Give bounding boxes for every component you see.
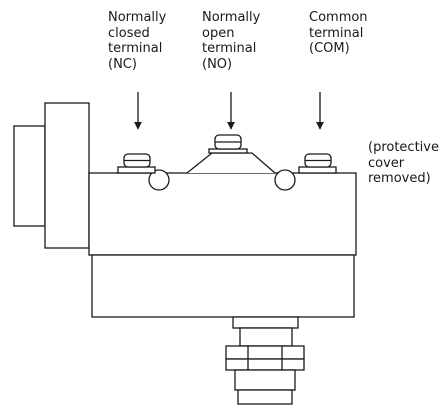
- com-terminal-label: Common terminal (COM): [309, 10, 368, 57]
- cover-note-line: (protective: [368, 140, 439, 155]
- nc-label-line: terminal: [108, 41, 163, 56]
- switch-lower-housing: [91, 254, 355, 318]
- com-terminal-screw: [298, 153, 337, 174]
- nc-terminal-label: Normally closed terminal (NC): [108, 10, 166, 72]
- no-terminal-screw: [208, 134, 248, 154]
- cover-note-line: removed): [368, 171, 431, 186]
- com-label-line: Common: [309, 10, 368, 25]
- no-terminal-raised-block: [186, 152, 276, 174]
- nc-label-line: closed: [108, 25, 150, 41]
- no-label-line: (NO): [202, 56, 233, 72]
- no-terminal-label: Normally open terminal (NO): [202, 10, 260, 72]
- mounting-hole-left: [148, 169, 170, 191]
- no-label-line: terminal: [202, 41, 257, 56]
- side-actuator: [13, 102, 90, 249]
- nc-label-line: (NC): [108, 56, 137, 72]
- nc-terminal-screw: [117, 153, 156, 174]
- com-label-line: (COM): [309, 41, 350, 56]
- nc-label-line: Normally: [108, 10, 167, 25]
- no-label-line: open: [202, 25, 235, 41]
- switch-upper-body: [88, 172, 357, 256]
- com-label-line: terminal: [309, 25, 364, 41]
- no-label-line: Normally: [202, 10, 261, 25]
- bottom-conduit-fitting: [225, 316, 305, 405]
- cover-note-line: cover: [368, 155, 405, 171]
- protective-cover-note: (protective cover removed): [368, 140, 439, 187]
- mounting-hole-right: [274, 169, 296, 191]
